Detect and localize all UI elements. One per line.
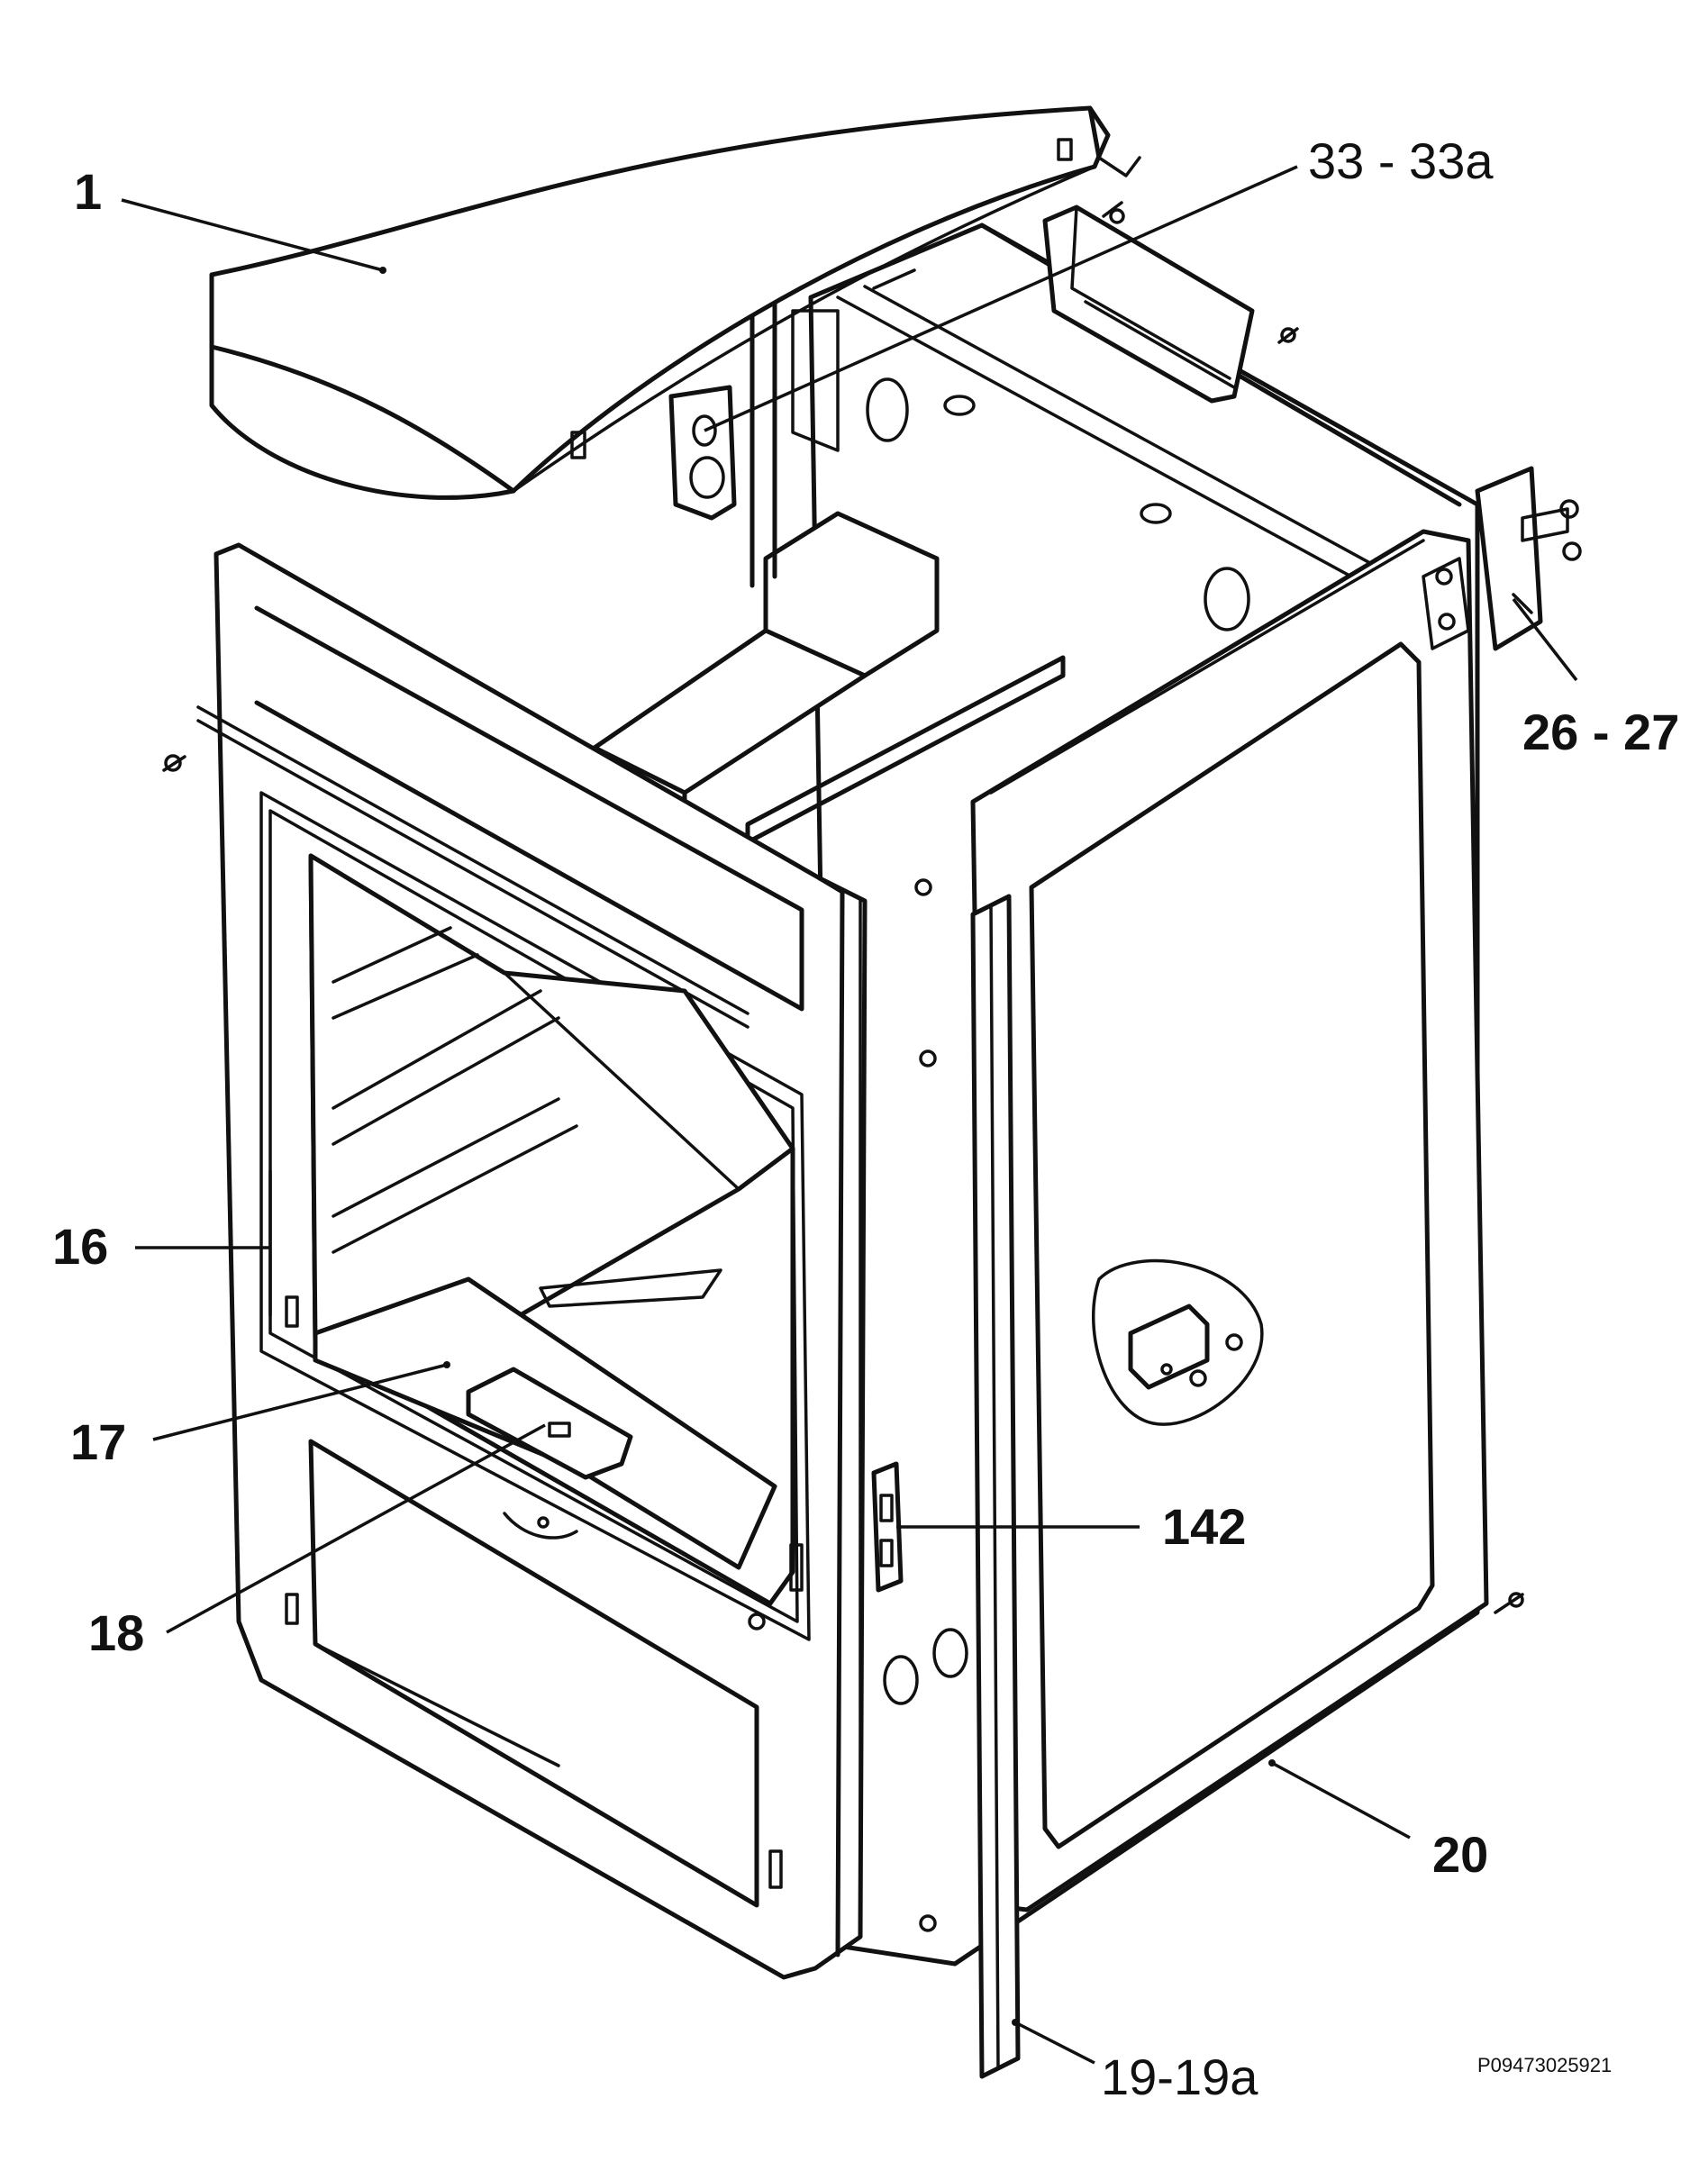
rear-bracket-lip [1084,300,1236,389]
top-cover-right-edge [1087,105,1102,160]
callout-26-27: 26 - 27 [1522,704,1679,760]
top-inner-edge-2 [863,285,1380,569]
front-cross-bar [196,705,750,1015]
lower-hole-2 [932,1628,968,1678]
screw-bottom-right [1494,1593,1524,1614]
drawer-notch-hole [537,1516,550,1529]
leader-26 [1512,597,1578,682]
drawer-opening [308,1439,759,1908]
drawer-notch [503,1512,578,1540]
rail-2 [332,989,542,1110]
leader-lines [121,165,1578,2065]
callout-19-19a: 19-19a [1101,2048,1258,2105]
screw-top-3 [872,268,916,290]
callout-142: 142 [1162,1498,1246,1555]
top-cover-body [209,105,1111,500]
rear-bracket-fold [1070,205,1231,380]
mini-screw-1 [1225,1333,1243,1351]
leader-1 [121,198,384,272]
back-hole-1 [866,377,909,442]
side-mini-bracket [1128,1304,1210,1390]
element-bracket-slot [548,1422,571,1438]
rail-1b [332,953,479,1020]
top-cover [209,105,1141,500]
cavity-floor-slot [539,1268,722,1308]
side-hinge-plate [1422,557,1470,650]
rail-3 [332,1097,560,1218]
hinge-bracket-body [668,385,737,521]
side-hinge-bolt-1 [1559,499,1579,519]
rail-2b [332,1016,560,1146]
leader-18 [166,1423,546,1634]
side-hinge-screw-2 [1438,613,1456,631]
hinge-bracket [668,385,737,521]
bracket-142-part [871,1461,904,1593]
bracket-142-slot [879,1494,894,1522]
top-cover-under-edge [512,165,1096,493]
mini-screw-3 [1160,1363,1173,1376]
side-panel-recess [1029,641,1435,1849]
drawing-code: P09473025921 [1477,2054,1612,2076]
top-cover-clip [1097,156,1141,177]
hinge-bracket-hole [692,414,717,447]
front-frame-right-edge [817,876,845,1958]
top-cover-slot-2 [1057,138,1073,161]
side-hinge [1475,466,1582,651]
side-hinge-pin [1512,593,1533,614]
screw-mid-1 [914,878,932,896]
screw-top-1 [1102,201,1123,218]
top-cover-slot-1 [570,431,586,459]
front-frame [162,542,937,1980]
front-strip [970,894,1021,2079]
leader-20 [1271,1761,1411,1840]
cavity-corner [503,971,740,1191]
mini-screw-2 [1189,1369,1207,1387]
leader-19 [1014,2021,1095,2065]
screw-bottom-front [919,1914,937,1932]
screw-left-top [164,754,182,772]
left-slot-2 [285,1593,299,1625]
back-hole-4 [1204,567,1250,631]
back-hole-3 [1140,503,1172,524]
screw-top-1-head [1109,208,1125,224]
front-cross-bar-2 [196,719,750,1029]
leader-17 [152,1363,448,1441]
left-slot-1 [285,1295,299,1328]
front-strip-center [989,904,1000,2069]
bracket-142-slot-2 [879,1539,894,1567]
top-inner-edge [836,295,1353,578]
right-slot-1 [768,1849,783,1889]
side-hinge-screw-1 [1435,568,1453,586]
leader-33 [704,165,1298,432]
callout-labels: 1 33 - 33a 26 - 27 16 17 18 142 20 19-19… [52,132,1679,2105]
screw-mid-2 [919,1049,937,1067]
screw-bottom-right-head [1508,1592,1524,1608]
rail-3b [332,1124,578,1254]
callout-1: 1 [74,163,102,220]
callout-16: 16 [52,1218,108,1275]
callout-18: 18 [88,1604,144,1661]
hinge-bracket-knob [689,456,725,499]
front-frame-top-band [254,605,804,1012]
screw-front-bottom [748,1612,766,1631]
top-cover-front-edge [209,344,516,494]
screw-top-2-head [1280,327,1296,343]
side-hinge-bolt-2 [1562,541,1582,561]
rail-1 [332,926,452,984]
callout-33-33a: 33 - 33a [1308,132,1494,189]
callout-20: 20 [1432,1826,1488,1883]
side-sticker-oval [1092,1259,1264,1426]
back-hole-2 [943,395,976,416]
side-hinge-tab [1521,507,1569,542]
screw-left-top-shaft [162,755,186,772]
drawer-floor-line [313,1642,560,1767]
callout-17: 17 [70,1413,126,1470]
side-panel-top-fold [989,539,1425,795]
lower-hole-1 [883,1655,919,1705]
side-hinge-body [1475,466,1543,651]
right-slot-2 [789,1543,804,1592]
screw-top-2 [1277,327,1299,344]
